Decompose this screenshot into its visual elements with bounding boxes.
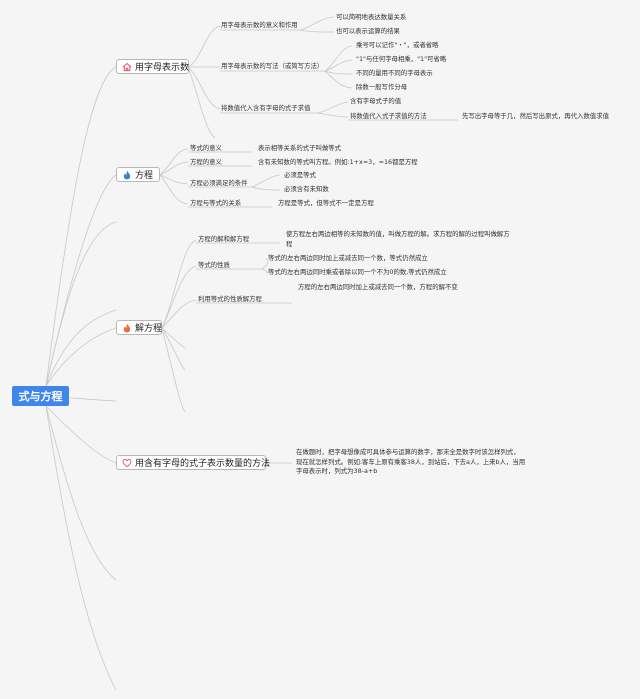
flame-icon [122, 323, 132, 333]
branch-letters-as-numbers[interactable]: 用字母表示数 [116, 59, 189, 74]
b1-sub2-item1[interactable]: 乘号可以记作"・"，或者省略 [356, 41, 439, 49]
b2-sub1-leaf[interactable]: 表示相等关系的式子叫做等式 [258, 144, 342, 152]
b1-sub2-item4[interactable]: 除数一般写作分母 [356, 83, 408, 91]
branch-label: 方程 [135, 171, 154, 181]
b4-leaf[interactable]: 在做题时，把字母想像成可具体参与运算的数字，那末全是数字时该怎样列式，现在就怎样… [296, 448, 526, 476]
b1-sub1-item1[interactable]: 可以简明地表达数量关系 [336, 13, 407, 21]
branch-letter-expressions[interactable]: 用含有字母的式子表示数量的方法 [116, 455, 270, 470]
b2-sub3[interactable]: 方程必须满足的条件 [190, 179, 248, 187]
b1-sub2[interactable]: 用字母表示数的写法（或简写方法） [221, 62, 324, 70]
branch-label: 解方程 [135, 324, 163, 334]
root-topic[interactable]: 式与方程 [12, 386, 69, 406]
b2-sub3-item2[interactable]: 必须含有未知数 [284, 185, 329, 193]
b3-sub1[interactable]: 方程的解和解方程 [198, 235, 250, 243]
b2-sub4[interactable]: 方程与等式的关系 [190, 199, 242, 207]
b1-sub3-item1[interactable]: 含有字母式子的值 [350, 97, 402, 105]
b2-sub2[interactable]: 方程的意义 [190, 158, 222, 166]
b1-sub3-leaf[interactable]: 先写出字母等于几，然后写出原式，再代入数值求值 [462, 112, 609, 120]
b1-sub2-item2[interactable]: "1"与任何字母相乘，"1"可省略 [356, 55, 447, 63]
branch-label: 用含有字母的式子表示数量的方法 [135, 459, 271, 469]
b2-sub1[interactable]: 等式的意义 [190, 144, 222, 152]
b2-sub3-item1[interactable]: 必须是等式 [284, 171, 316, 179]
b3-sub2-item1[interactable]: 等式的左右两边同时加上或减去同一个数，等式仍然成立 [268, 254, 428, 262]
b3-sub1-leaf[interactable]: 使方程左右两边相等的未知数的值，叫做方程的解。求方程的解的过程叫做解方程 [286, 230, 510, 248]
branch-label: 用字母表示数 [135, 63, 190, 73]
b2-sub4-leaf[interactable]: 方程是等式，但等式不一定是方程 [278, 199, 374, 207]
b3-sub3[interactable]: 利用等式的性质解方程 [198, 295, 262, 303]
branch-equation[interactable]: 方程 [116, 167, 160, 182]
b1-sub3[interactable]: 将数值代入含有字母的式子求值 [221, 104, 311, 112]
b1-sub1[interactable]: 用字母表示数的意义和作用 [221, 21, 298, 29]
house-icon [122, 62, 132, 72]
flame-icon [122, 170, 132, 180]
b1-sub2-item3[interactable]: 不同的量用不同的字母表示 [356, 69, 433, 77]
b1-sub3-item2[interactable]: 将数值代入式子求值的方法 [350, 112, 427, 120]
heart-icon [122, 458, 132, 468]
b3-sub3-leaf[interactable]: 方程的左右两边同时加上或减去同一个数，方程的解不变 [298, 283, 458, 291]
b3-sub2-item2[interactable]: 等式的左右两边同时乘或者除以同一个不为0的数,等式仍然成立 [268, 268, 447, 276]
b2-sub2-leaf[interactable]: 含有未知数的等式叫方程。例如:1+x=3，=16都是方程 [258, 158, 418, 166]
branch-solve-equation[interactable]: 解方程 [116, 320, 162, 335]
b3-sub2[interactable]: 等式的性质 [198, 261, 230, 269]
b1-sub1-item2[interactable]: 也可以表示运算的结果 [336, 27, 400, 35]
